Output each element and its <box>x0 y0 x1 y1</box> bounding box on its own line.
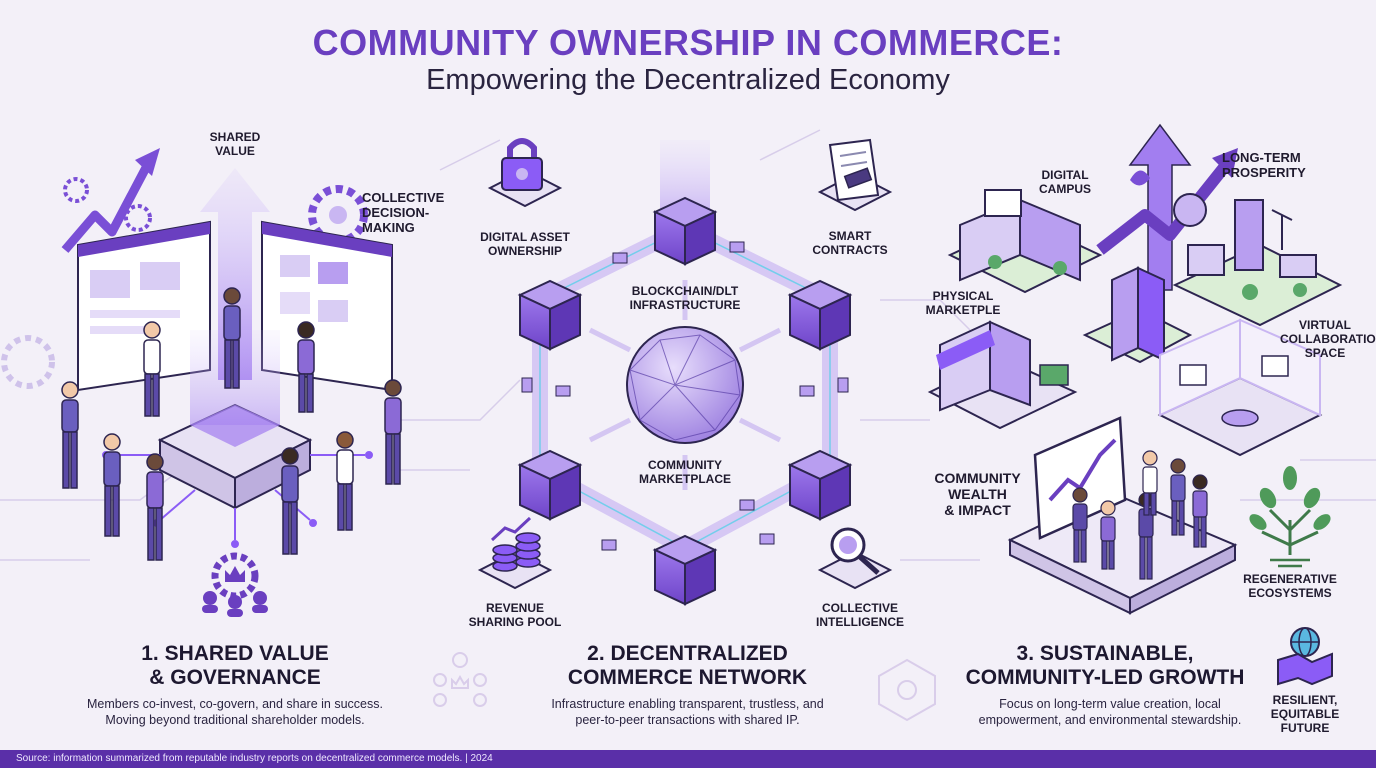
label-collective-decision: COLLECTIVE DECISION- MAKING <box>362 190 445 235</box>
right-illustration <box>927 123 1343 686</box>
gear-icon <box>63 177 89 203</box>
shared-value-arrow-icon <box>200 168 270 380</box>
label-physical-market: PHYSICAL MARKETPLE <box>925 289 1001 317</box>
label-revenue-sharing: REVENUE SHARING POOL <box>468 601 562 629</box>
virtual-collab-room <box>1157 318 1323 457</box>
crown-community-icon <box>202 552 268 617</box>
footer-bar: Source: information summarized from repu… <box>0 750 1376 768</box>
label-digital-asset: DIGITAL ASSET OWNERSHIP <box>480 230 570 258</box>
community-members <box>61 287 402 561</box>
label-regenerative: REGENERATIVE ECOSYSTEMS <box>1243 572 1337 600</box>
section-1-heading: 1. SHARED VALUE & GOVERNANCE <box>141 642 329 689</box>
section-3-heading: 3. SUSTAINABLE, COMMUNITY-LED GROWTH <box>965 642 1245 689</box>
center-tower <box>1082 266 1193 364</box>
footer-source: Source: information summarized from repu… <box>16 753 493 764</box>
dashboard-screen-right <box>261 220 393 392</box>
dollar-coin-icon <box>1173 193 1207 227</box>
growth-arrow-icon <box>61 157 154 253</box>
revenue-coins-icon <box>477 516 553 590</box>
label-smart-contracts: SMART CONTRACTS <box>812 229 888 257</box>
page-title: COMMUNITY OWNERSHIP IN COMMERCE: <box>312 22 1064 63</box>
node-cubes <box>517 196 853 606</box>
smart-contract-icon <box>817 138 893 212</box>
label-resilient-future: RESILIENT, EQUITABLE FUTURE <box>1270 693 1340 735</box>
regenerative-tree-icon <box>1249 466 1331 568</box>
digital-campus-building <box>947 189 1103 294</box>
label-collective-intelligence: COLLECTIVE INTELLIGENCE <box>815 601 904 629</box>
label-blockchain: BLOCKCHAIN/DLT INFRASTRUCTURE <box>629 284 741 312</box>
section-3-description: Focus on long-term value creation, local… <box>978 697 1242 727</box>
section-1-description: Members co-invest, co-govern, and share … <box>87 697 383 727</box>
gear-icon <box>1 335 55 389</box>
dashboard-screen-left <box>77 220 211 392</box>
collective-intelligence-icon <box>817 527 893 590</box>
label-community-marketplace: COMMUNITY MARKETPLACE <box>639 458 731 486</box>
left-illustration <box>1 148 487 707</box>
physical-market-building <box>927 320 1078 430</box>
community-marketplace-orb <box>626 326 744 444</box>
label-long-term-prosperity: LONG-TERM PROSPERITY <box>1222 150 1306 180</box>
green-city-block <box>1172 199 1343 327</box>
gear-icon <box>124 204 152 232</box>
label-digital-campus: DIGITAL CAMPUS <box>1038 168 1091 196</box>
faint-network-icon <box>878 658 936 722</box>
page-subtitle: Empowering the Decentralized Economy <box>426 64 950 96</box>
label-virtual-collaboration: VIRTUAL COLLABORATION SPACE <box>1280 318 1376 360</box>
section-2-heading: 2. DECENTRALIZED COMMERCE NETWORK <box>567 642 808 689</box>
label-community-wealth: COMMUNITY WEALTH & IMPACT <box>934 470 1021 518</box>
handshake-globe-icon <box>1277 627 1333 686</box>
center-illustration <box>477 138 936 722</box>
faint-community-icon <box>433 652 487 707</box>
circuit-lines <box>0 129 1376 561</box>
label-shared-value: SHARED VALUE <box>209 130 261 158</box>
padlock-icon <box>487 138 563 208</box>
section-2-description: Infrastructure enabling transparent, tru… <box>551 697 824 727</box>
community-wealth-platform <box>1007 416 1238 615</box>
